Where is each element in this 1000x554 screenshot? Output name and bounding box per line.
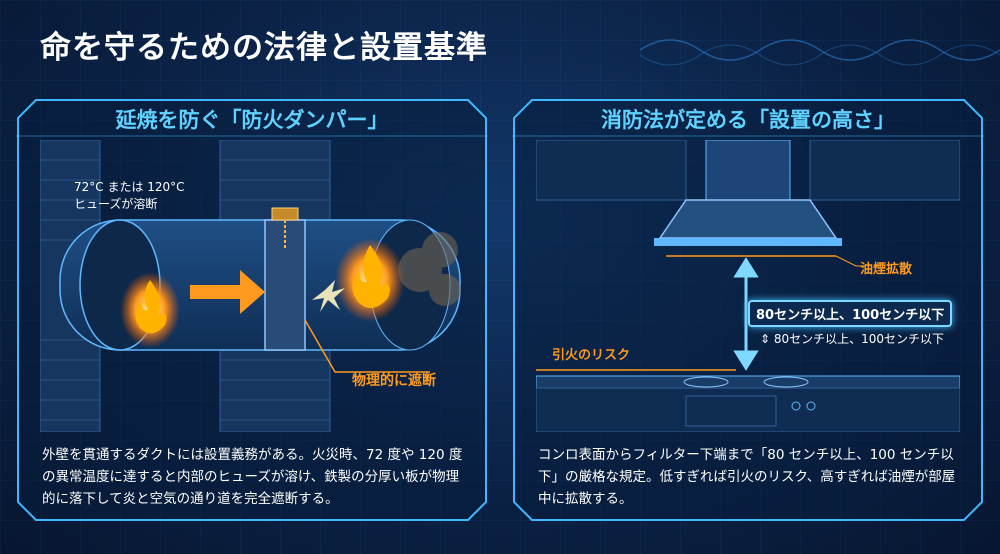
height-sub-icon: ⇕	[760, 332, 774, 346]
arrow-icon	[190, 270, 265, 314]
height-arrow-icon	[733, 257, 759, 371]
installation-height-panel: 消防法が定める「設置の高さ」 油煙拡散	[512, 98, 984, 522]
fire-damper-illustration	[40, 140, 461, 432]
panel-heading: 延焼を防ぐ「防火ダンパー」	[115, 108, 389, 132]
range-hood	[658, 199, 838, 239]
installation-height-description: コンロ表面からフィルター下端まで「80 センチ以上、100 センチ以下」の厳格な…	[538, 447, 956, 507]
panel-heading: 消防法が定める「設置の高さ」	[601, 108, 895, 132]
height-box: 80センチ以上、100センチ以下	[748, 300, 953, 327]
fire-damper-panel: 延焼を防ぐ「防火ダンパー」	[16, 98, 488, 522]
damper-plate	[264, 219, 306, 351]
height-sub-label: ⇕ 80センチ以上、100センチ以下	[760, 330, 944, 347]
height-sub-text: 80センチ以上、100センチ以下	[773, 332, 945, 346]
risk-label: 引火のリスク	[552, 348, 631, 363]
fire-damper-description: 外壁を貫通するダクトには設置義務がある。火災時、72 度や 120 度の異常温度…	[42, 447, 463, 507]
stove	[683, 376, 809, 388]
range-hood-chimney	[705, 140, 791, 201]
fuse-label: 72°C または 120°C ヒューズが溶断	[74, 178, 185, 212]
range-hood-illustration	[536, 140, 960, 432]
smoke	[398, 232, 461, 306]
smoke-label: 油煙拡散	[860, 262, 913, 277]
waveform-decoration	[640, 39, 1000, 66]
fuse	[271, 207, 299, 221]
block-label: 物理的に遮断	[352, 373, 436, 389]
flame-icon	[120, 238, 405, 348]
fuse-label-line1: 72°C または 120°C	[74, 180, 185, 194]
fuse-label-line2: ヒューズが溶断	[74, 197, 158, 211]
page-title: 命を守るための法律と設置基準	[40, 30, 488, 66]
